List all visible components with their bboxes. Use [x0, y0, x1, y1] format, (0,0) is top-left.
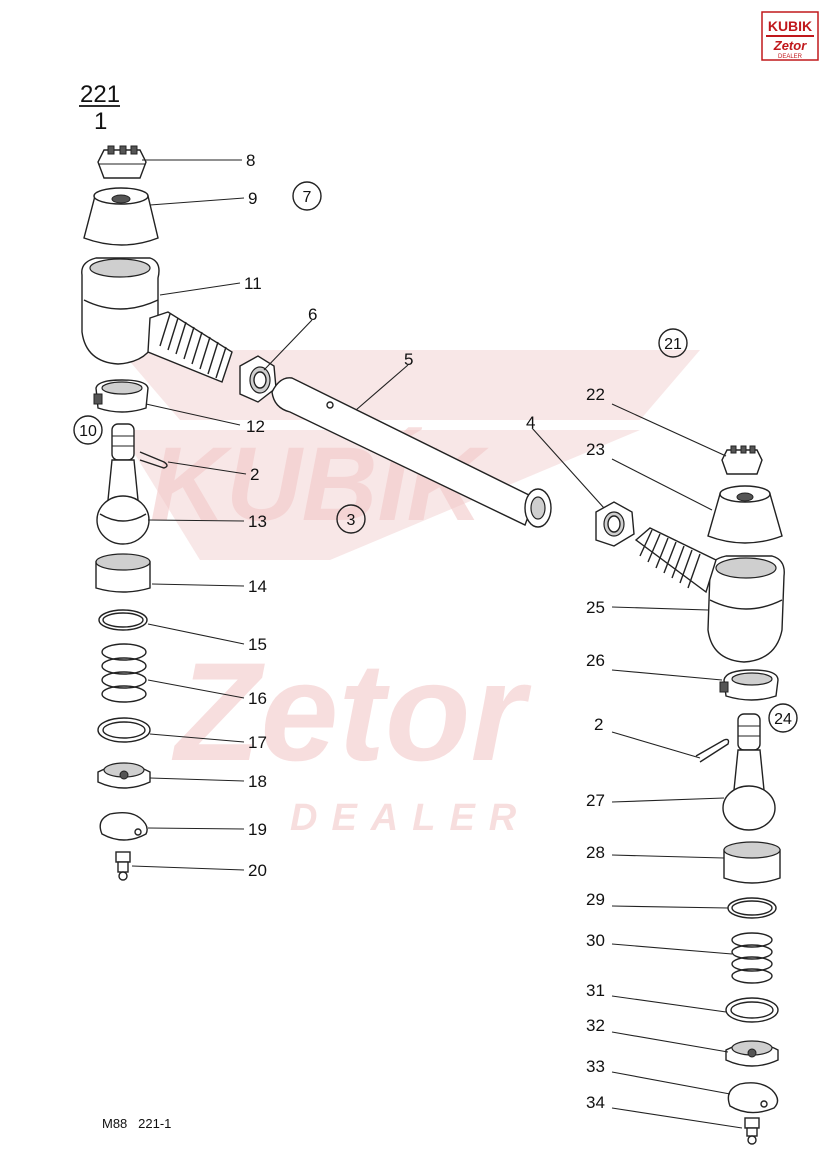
watermark-sub-brand: Zetor	[171, 633, 532, 790]
tie-rod-end-11	[81, 257, 233, 383]
label-34: 34	[586, 1093, 605, 1112]
assembly-ref-10: 10	[73, 415, 103, 445]
label-20: 20	[248, 861, 267, 880]
label-30: 30	[586, 931, 605, 950]
castle-nut-8	[97, 145, 147, 179]
label-9: 9	[248, 189, 257, 208]
logo-sub-brand: Zetor	[773, 38, 807, 53]
ring-29	[727, 897, 777, 919]
label-26: 26	[586, 651, 605, 670]
bush-28	[723, 841, 781, 884]
spring-30	[731, 932, 773, 984]
label-11: 11	[244, 274, 262, 293]
label-5: 5	[404, 350, 413, 369]
footer-code: M88 221-1	[102, 1116, 171, 1131]
label-2-left: 2	[250, 465, 259, 484]
brand-logo: KUBIK Zetor DEALER	[761, 11, 819, 61]
circlip-19	[99, 811, 148, 841]
bush-14	[95, 553, 151, 593]
assembly-ref-7: 7	[292, 181, 322, 211]
label-6: 6	[308, 305, 317, 324]
tube-5	[271, 377, 552, 528]
cotter-pin-2-right	[695, 738, 730, 763]
ball-pin-13	[96, 423, 150, 545]
label-22: 22	[586, 385, 605, 404]
assembly-refs: 7 10 3 21 24	[73, 181, 798, 733]
label-17: 17	[248, 733, 267, 752]
cotter-pin-2-left	[139, 451, 168, 469]
label-27: 27	[586, 791, 605, 810]
ring-17	[97, 717, 151, 743]
label-15: 15	[248, 635, 267, 654]
sheet-number: 1	[94, 108, 107, 135]
grease-nipple-20	[115, 851, 131, 881]
ball-pin-27	[722, 713, 776, 831]
label-25: 25	[586, 598, 605, 617]
clamp-ring-26	[719, 669, 779, 701]
part-labels: 8 9 11 6 5 12 2 13 14 15 16 17 18 19 20 …	[244, 151, 605, 1112]
svg-text:7: 7	[303, 189, 312, 206]
label-31: 31	[586, 981, 605, 1000]
circlip-33	[727, 1082, 779, 1114]
seat-32	[725, 1040, 779, 1067]
ring-15	[98, 609, 148, 631]
watermark: KUBÍK Zetor DEALER	[120, 350, 700, 839]
label-4: 4	[526, 413, 535, 432]
label-8: 8	[246, 151, 255, 170]
label-2-right: 2	[594, 715, 603, 734]
label-29: 29	[586, 890, 605, 909]
leader-lines	[131, 159, 743, 1129]
grease-nipple-34	[744, 1117, 760, 1145]
label-32: 32	[586, 1016, 605, 1035]
ring-31	[725, 997, 779, 1023]
castle-nut-22	[721, 445, 763, 475]
label-19: 19	[248, 820, 267, 839]
sheet-header: 221 1	[79, 81, 120, 135]
group-number: 221	[80, 81, 120, 108]
label-12: 12	[246, 417, 265, 436]
seat-18	[97, 762, 151, 789]
clamp-ring-12	[93, 379, 149, 413]
spring-16	[101, 643, 147, 703]
label-23: 23	[586, 440, 605, 459]
watermark-tag: DEALER	[290, 797, 530, 839]
label-16: 16	[248, 689, 267, 708]
label-28: 28	[586, 843, 605, 862]
hex-nut-4	[595, 501, 635, 547]
assembly-ref-21: 21	[658, 328, 688, 358]
rubber-cap-23	[707, 485, 783, 544]
watermark-brand: KUBÍK	[150, 426, 490, 543]
svg-text:21: 21	[664, 336, 682, 353]
assembly-ref-24: 24	[768, 703, 798, 733]
label-14: 14	[248, 577, 267, 596]
svg-text:10: 10	[79, 423, 97, 440]
rubber-cap-9	[83, 187, 159, 246]
label-13: 13	[248, 512, 267, 531]
svg-text:24: 24	[774, 711, 792, 728]
logo-brand: KUBIK	[768, 18, 812, 34]
svg-text:3: 3	[347, 512, 356, 529]
label-33: 33	[586, 1057, 605, 1076]
tie-rod-end-25	[634, 527, 785, 663]
logo-tag: DEALER	[778, 54, 803, 60]
label-18: 18	[248, 772, 267, 791]
assembly-ref-3: 3	[336, 504, 366, 534]
